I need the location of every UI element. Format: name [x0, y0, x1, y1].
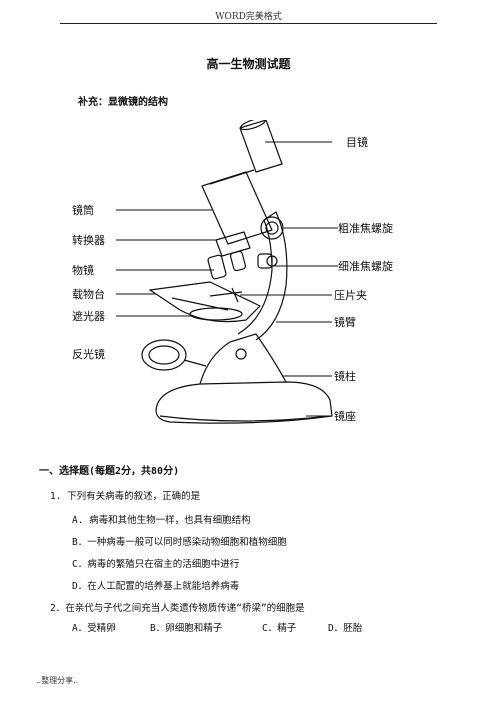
label-tube: 镜筒	[72, 203, 94, 217]
section-title: 一、选择题(每题2分，共80分)	[39, 466, 180, 477]
label-arm: 镜臂	[334, 315, 356, 329]
microscope-diagram: 目镜 镜筒 转换器 物镜 载物台 遮光器 反光镜 粗准焦螺旋 细准焦螺旋 压片夹…	[72, 120, 393, 424]
page-header: WORD完美格式	[215, 12, 282, 22]
header-rule	[60, 23, 437, 24]
question-2-option-b: B．卵细胞和精子	[150, 623, 223, 634]
label-pillar: 镜柱	[334, 369, 356, 383]
question-2-option-a: A．受精卵	[72, 623, 116, 634]
label-mirror: 反光镜	[72, 347, 105, 361]
section-subtitle: 补充：显微镜的结构	[78, 97, 168, 108]
label-objective: 物镜	[72, 263, 94, 277]
label-eyepiece: 目镜	[346, 135, 368, 149]
eyepiece	[239, 120, 283, 173]
label-nosepiece: 转换器	[72, 233, 105, 247]
coarse-knob	[260, 216, 284, 240]
page-footer: ..整理分享..	[36, 676, 79, 685]
question-1-option-a: A. 病毒和其他生物一样，也具有细胞结构	[72, 515, 251, 526]
microscope-base	[155, 381, 333, 424]
question-1-option-b: B．一种病毒一般可以同时感染动物细胞和植物细胞	[72, 537, 287, 548]
reflector-mirror	[141, 339, 187, 371]
question-2-stem: 2．在亲代与子代之间充当人类遗传物质传递“桥梁”的细胞是	[50, 603, 305, 614]
label-fine-focus: 细准焦螺旋	[338, 259, 393, 273]
nosepiece	[215, 231, 251, 257]
question-2-option-d: D．胚胎	[328, 623, 363, 634]
label-coarse-focus: 粗准焦螺旋	[338, 221, 393, 235]
label-base: 镜座	[334, 409, 356, 423]
microscope-stage	[149, 281, 261, 323]
stage-clip	[209, 287, 243, 303]
fine-knob	[257, 253, 273, 269]
page-title: 高一生物测试题	[206, 57, 291, 71]
label-stage: 载物台	[72, 287, 105, 301]
question-1-option-c: C．病毒的繁殖只在宿主的活细胞中进行	[72, 559, 240, 570]
microscope-pillar	[199, 333, 287, 385]
question-1-option-d: D．在人工配置的培养基上就能培养病毒	[72, 581, 240, 592]
label-diaphragm: 遮光器	[72, 309, 105, 323]
objective-lens	[207, 254, 227, 280]
microscope-arm	[237, 211, 288, 341]
label-clip: 压片夹	[334, 289, 367, 302]
question-2-option-c: C．精子	[262, 623, 297, 634]
diaphragm	[189, 307, 243, 321]
question-1-stem: 1. 下列有关病毒的叙述，正确的是	[50, 491, 201, 502]
